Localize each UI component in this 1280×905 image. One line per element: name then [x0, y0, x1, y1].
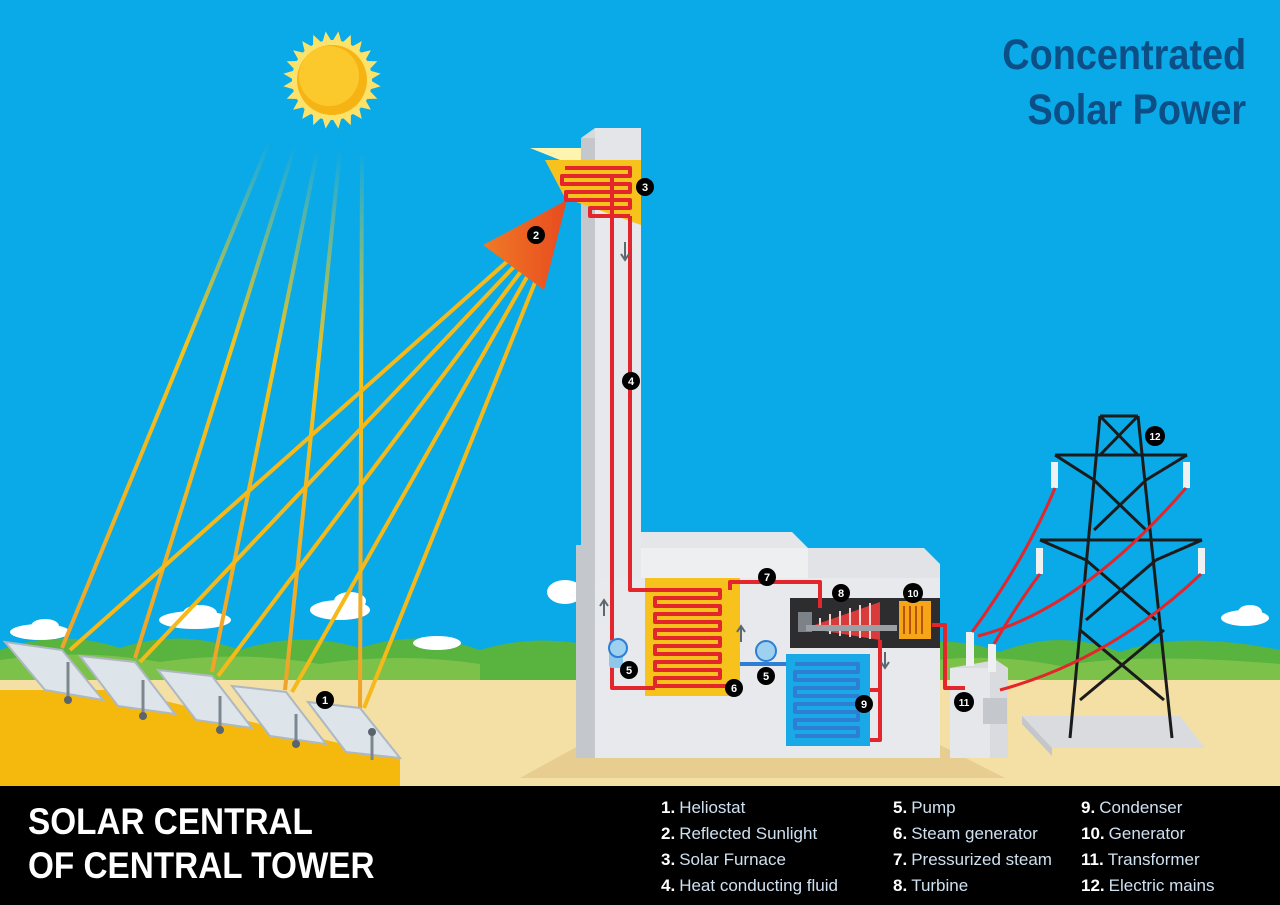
legend-column-2: 5.Pump 6.Steam generator 7.Pressurized s… [893, 795, 1052, 899]
svg-text:12: 12 [1149, 432, 1161, 443]
svg-text:4: 4 [628, 376, 635, 388]
marker-pressurized-steam: 7 [758, 568, 776, 586]
svg-text:7: 7 [764, 572, 770, 584]
svg-text:5: 5 [763, 671, 769, 683]
clouds [10, 580, 1269, 650]
solar-furnace-receiver [545, 160, 641, 225]
transformer [950, 632, 1008, 758]
svg-text:8: 8 [838, 588, 844, 600]
title-line-2: Solar Power [1027, 86, 1246, 134]
svg-text:9: 9 [861, 699, 867, 711]
legend-item: 11.Transformer [1081, 850, 1200, 869]
heliostat-panel [2, 640, 106, 704]
heliostat-panel [305, 700, 403, 760]
marker-turbine: 8 [832, 584, 850, 602]
legend-column-3: 9.Condenser 10.Generator 11.Transformer … [1081, 795, 1214, 899]
marker-transformer: 11 [954, 692, 974, 712]
svg-text:5: 5 [626, 665, 632, 677]
svg-text:10: 10 [907, 589, 919, 600]
marker-pump-left: 5 [620, 661, 638, 679]
marker-electric-mains: 12 [1145, 426, 1165, 446]
legend-column-1: 1.Heliostat 2.Reflected Sunlight 3.Solar… [661, 795, 838, 899]
marker-pump-right: 5 [757, 667, 775, 685]
marker-steam-generator: 6 [725, 679, 743, 697]
sunlight-rays [60, 139, 364, 709]
svg-text:6: 6 [731, 683, 737, 695]
legend-item: 3.Solar Furnace [661, 850, 786, 869]
legend-item: 5.Pump [893, 798, 956, 817]
flow-arrows [599, 242, 890, 670]
power-lines [970, 487, 1203, 692]
reflected-rays [68, 248, 540, 709]
pump-right [755, 640, 777, 662]
footer-title-line-1: SOLAR CENTRAL [28, 801, 313, 842]
legend-item: 4.Heat conducting fluid [661, 876, 838, 895]
title-line-1: Concentrated [1002, 31, 1246, 79]
svg-text:11: 11 [959, 698, 970, 709]
marker-heliostat: 1 [316, 691, 334, 709]
footer-title: SOLAR CENTRAL OF CENTRAL TOWER [28, 800, 375, 888]
markers: 1 2 3 4 5 5 6 7 8 9 10 11 12 [316, 178, 1165, 713]
svg-text:2: 2 [533, 230, 539, 242]
sun [283, 31, 381, 129]
heliostat-panel [229, 684, 329, 748]
steam-generator-coil [653, 588, 722, 688]
marker-solar-furnace: 3 [636, 178, 654, 196]
legend-item: 9.Condenser [1081, 798, 1183, 817]
legend-item: 12.Electric mains [1081, 876, 1215, 895]
marker-heat-fluid: 4 [622, 372, 640, 390]
reflected-sunlight-arrow [483, 200, 567, 290]
legend-item: 10.Generator [1081, 824, 1186, 843]
legend-item: 1.Heliostat [661, 798, 746, 817]
legend-item: 8.Turbine [893, 876, 969, 895]
footer-bar: SOLAR CENTRAL OF CENTRAL TOWER 1.Heliost… [0, 786, 1280, 905]
heliostat-field [0, 690, 400, 786]
csp-diagram: 1 2 3 4 5 5 6 7 8 9 10 11 12 [0, 31, 1280, 786]
legend-item: 7.Pressurized steam [893, 850, 1052, 869]
svg-text:1: 1 [322, 695, 328, 707]
heliostats [2, 640, 403, 760]
footer-title-line-2: OF CENTRAL TOWER [28, 845, 375, 886]
heliostat-panel [155, 668, 255, 734]
diagram-title: Concentrated Solar Power [1002, 28, 1246, 138]
marker-generator: 10 [903, 583, 923, 603]
svg-text:3: 3 [642, 182, 648, 194]
legend-item: 6.Steam generator [893, 824, 1038, 843]
pump-left [608, 638, 628, 668]
marker-reflected-sunlight: 2 [527, 226, 545, 244]
electricity-pylon [1022, 414, 1205, 756]
heliostat-panel [77, 654, 178, 720]
marker-condenser: 9 [855, 695, 873, 713]
legend-item: 2.Reflected Sunlight [661, 824, 818, 843]
